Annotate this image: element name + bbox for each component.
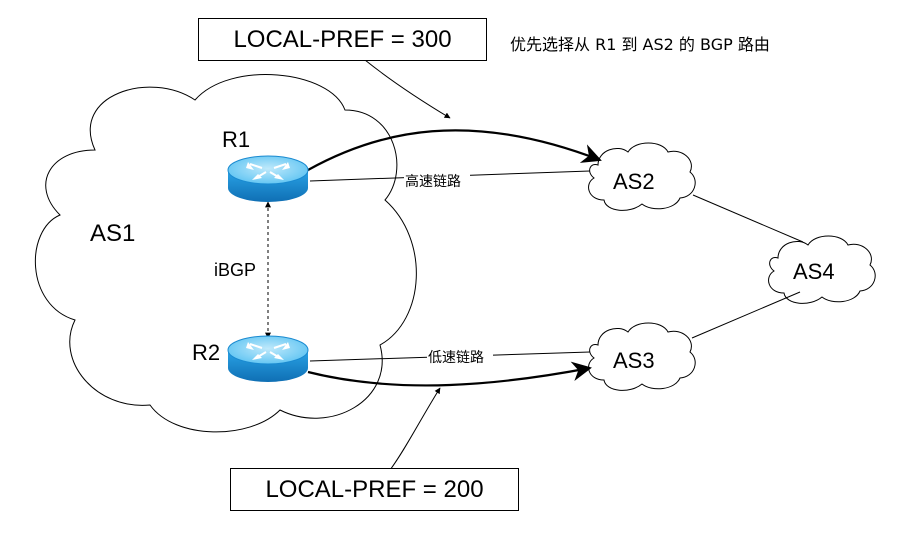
as4-cloud-shape [768, 235, 876, 304]
ibgp-label: iBGP [214, 260, 256, 280]
r1-router-icon [227, 155, 309, 202]
as2-cloud-shape [588, 142, 696, 211]
local-pref-200-box: LOCAL-PREF = 200 [230, 468, 519, 511]
r1-label: R1 [222, 127, 250, 152]
backup-route-arrow [307, 361, 592, 387]
as3-label: AS3 [613, 348, 655, 373]
r2-label: R2 [192, 340, 220, 365]
high-speed-link-label: 高速链路 [405, 173, 461, 189]
top-box-pointer-arrow [364, 59, 451, 119]
as2-label: AS2 [613, 169, 655, 194]
local-pref-300-box: LOCAL-PREF = 300 [198, 18, 487, 61]
preferred-route-arrow [307, 129, 602, 171]
as2-as4-link-line [692, 194, 804, 243]
as4-label: AS4 [793, 259, 835, 284]
bottom-box-pointer-arrow [389, 387, 441, 471]
low-speed-link-label: 低速链路 [428, 349, 484, 365]
as3-as4-link-line [691, 291, 801, 339]
route-preference-note: 优先选择从 R1 到 AS2 的 BGP 路由 [510, 35, 770, 54]
r2-router-icon [227, 335, 309, 382]
as1-label: AS1 [90, 220, 135, 247]
